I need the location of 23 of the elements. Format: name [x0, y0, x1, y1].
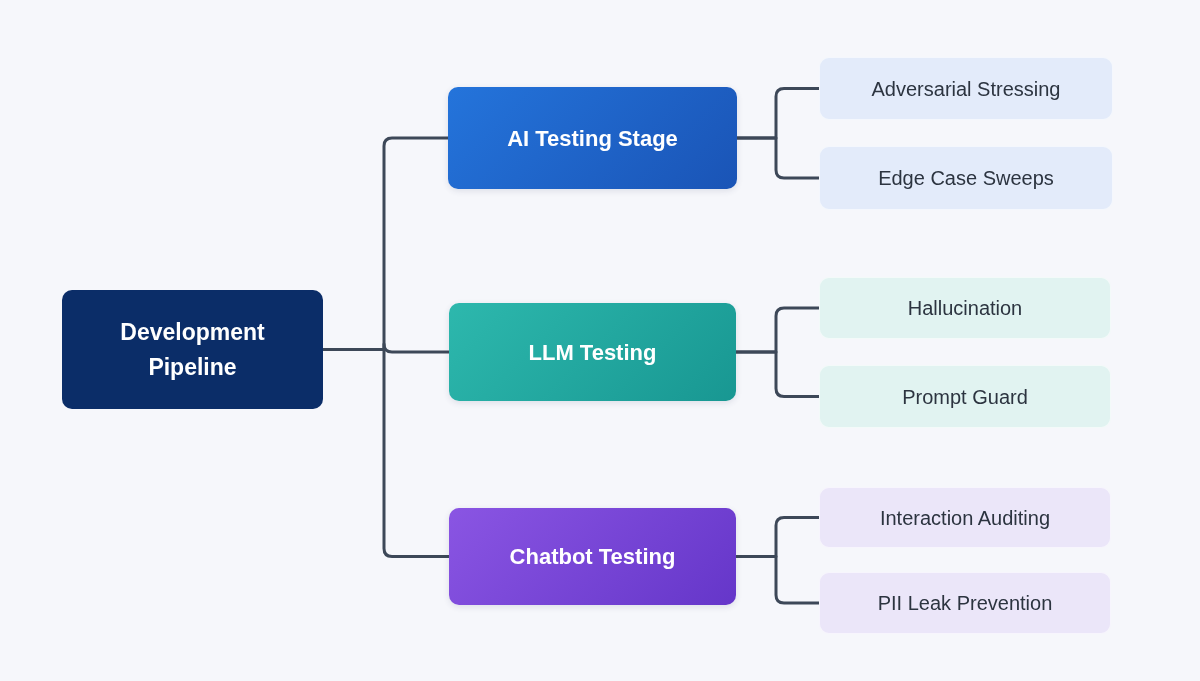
box-label: Prompt Guard — [902, 384, 1028, 410]
box-label: PII Leak Prevention — [877, 591, 1053, 616]
test-item-box — [819, 487, 1111, 548]
box-label: Edge Case Sweeps — [878, 166, 1054, 191]
test-item-box — [819, 57, 1113, 120]
test-item-box — [819, 146, 1113, 210]
stage-box — [449, 508, 736, 605]
connector-line — [736, 555, 819, 605]
connector-line — [737, 136, 819, 180]
root-box — [62, 290, 323, 409]
test-item-box — [819, 572, 1111, 634]
box-label: LLM Testing — [528, 338, 657, 367]
box-label: Adversarial Stressing — [871, 76, 1061, 102]
box-label: Interaction Auditing — [879, 505, 1051, 531]
stage-box — [449, 303, 736, 401]
test-item-box — [819, 277, 1111, 339]
test-item-box — [819, 365, 1111, 428]
box-label: Development Pipeline — [119, 318, 266, 382]
box-label: Hallucination — [907, 296, 1023, 321]
connector-line — [736, 350, 819, 398]
box-label: AI Testing Stage — [507, 124, 678, 153]
stage-box — [448, 87, 737, 189]
box-label: Chatbot Testing — [509, 543, 676, 571]
